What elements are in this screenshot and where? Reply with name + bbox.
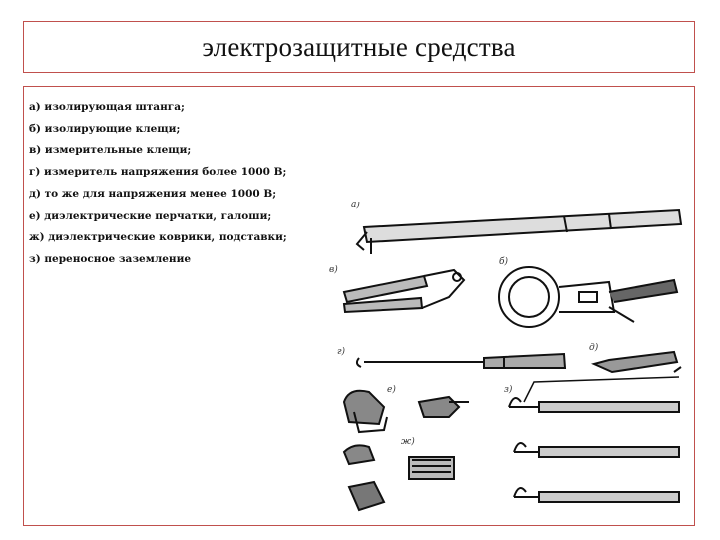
legend-item-v: в) измерительные клещи;: [29, 144, 192, 157]
figure-label-b: б): [499, 256, 508, 267]
measuring-clamp-drawing: [342, 268, 466, 314]
insulating-clamps-drawing: [498, 266, 679, 328]
legend-item-zh: ж) диэлектрические коврики, подставки;: [29, 231, 287, 244]
title-box: электрозащитные средства: [23, 21, 695, 73]
legend-item-e: е) диэлектрические перчатки, галоши;: [29, 209, 272, 222]
legend-item-a: а) изолирующая штанга;: [29, 101, 185, 113]
gloves-galoshes-drawing: [342, 389, 469, 434]
legend-list: а) изолирующая штанга; б) изолирующие кл…: [29, 97, 329, 271]
figure-label-d: д): [589, 342, 599, 353]
figure-label-z: з): [504, 384, 513, 395]
content-box: а) изолирующая штанга; б) изолирующие кл…: [23, 86, 695, 526]
legend-item-b: б) изолирующие клещи;: [29, 122, 181, 135]
figure-label-zh: ж): [401, 436, 415, 447]
legend-item-z: з) переносное заземление: [29, 252, 192, 265]
legend-item-d: д) то же для напряжения менее 1000 В;: [29, 187, 277, 200]
figure-label-g: г): [337, 346, 346, 357]
figure-label-a: а): [351, 202, 360, 210]
figure-label-v: в): [329, 264, 338, 275]
slide-title: электрозащитные средства: [202, 31, 516, 62]
legend-item-g: г) измеритель напряжения более 1000 В;: [29, 166, 287, 179]
dielectric-mats-drawing: [342, 444, 455, 512]
figure-label-e: е): [387, 384, 396, 395]
portable-grounding-drawing: [508, 366, 682, 503]
protective-equipment-illustration: а) в) б) г) д) е) з) ж): [329, 202, 683, 512]
voltage-tester-low-drawing: [591, 350, 679, 374]
voltage-tester-high-drawing: [355, 352, 567, 369]
insulating-rod-drawing: [355, 208, 683, 254]
